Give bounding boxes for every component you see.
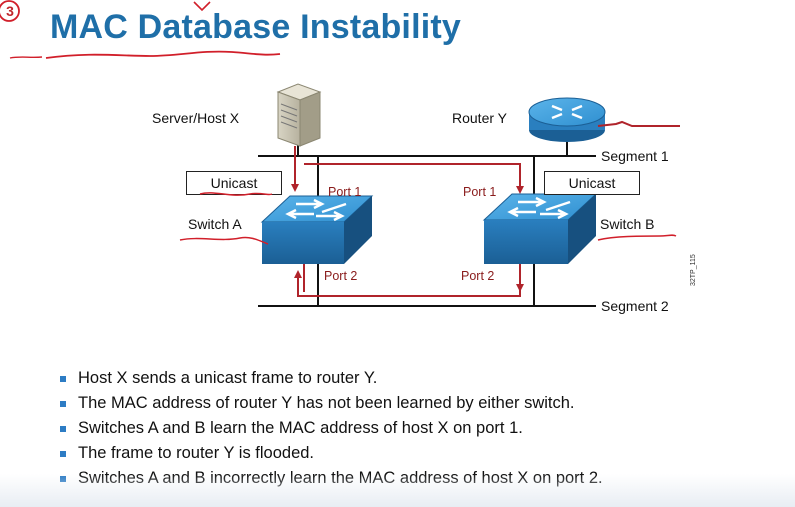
router-icon [528,97,680,142]
bottom-fade [0,474,795,507]
bullet-text: The MAC address of router Y has not been… [78,394,575,412]
segment-2-label: Segment 2 [601,298,669,314]
server-label: Server/Host X [152,110,240,126]
bullet-text: The frame to router Y is flooded. [78,444,315,462]
switch-a-label: Switch A [188,216,242,232]
switch-a-icon [260,195,374,264]
bullet-marker [60,451,66,457]
bullet-marker [60,401,66,407]
bullet-item: Host X sends a unicast frame to router Y… [56,366,603,391]
router-label: Router Y [452,110,507,126]
bullet-list: Host X sends a unicast frame to router Y… [56,366,603,491]
bullet-marker [60,426,66,432]
switch-b-port-2-label: Port 2 [461,269,495,283]
bullet-marker [60,376,66,382]
slide-title: MAC Database Instability [50,8,462,46]
switch-b-port-1-label: Port 1 [463,185,497,199]
bullet-item: Switches A and B learn the MAC address o… [56,416,603,441]
switch-a-port-2-label: Port 2 [324,269,358,283]
switch-b-icon [482,193,598,264]
server-icon [276,83,322,147]
unicast-box-b: Unicast [544,171,640,195]
bullet-text: Host X sends a unicast frame to router Y… [78,369,378,387]
frame-path-top-to-b [304,163,524,194]
unicast-box-a: Unicast [186,171,282,195]
bullet-item: The frame to router Y is flooded. [56,441,603,466]
switch-b-label: Switch B [600,216,655,232]
bullet-item: The MAC address of router Y has not been… [56,391,603,416]
segment-1-label: Segment 1 [601,148,669,164]
switch-a-port-1-label: Port 1 [328,185,362,199]
figure-id: 32TP_115 [690,254,697,286]
bullet-text: Switches A and B learn the MAC address o… [78,419,523,437]
